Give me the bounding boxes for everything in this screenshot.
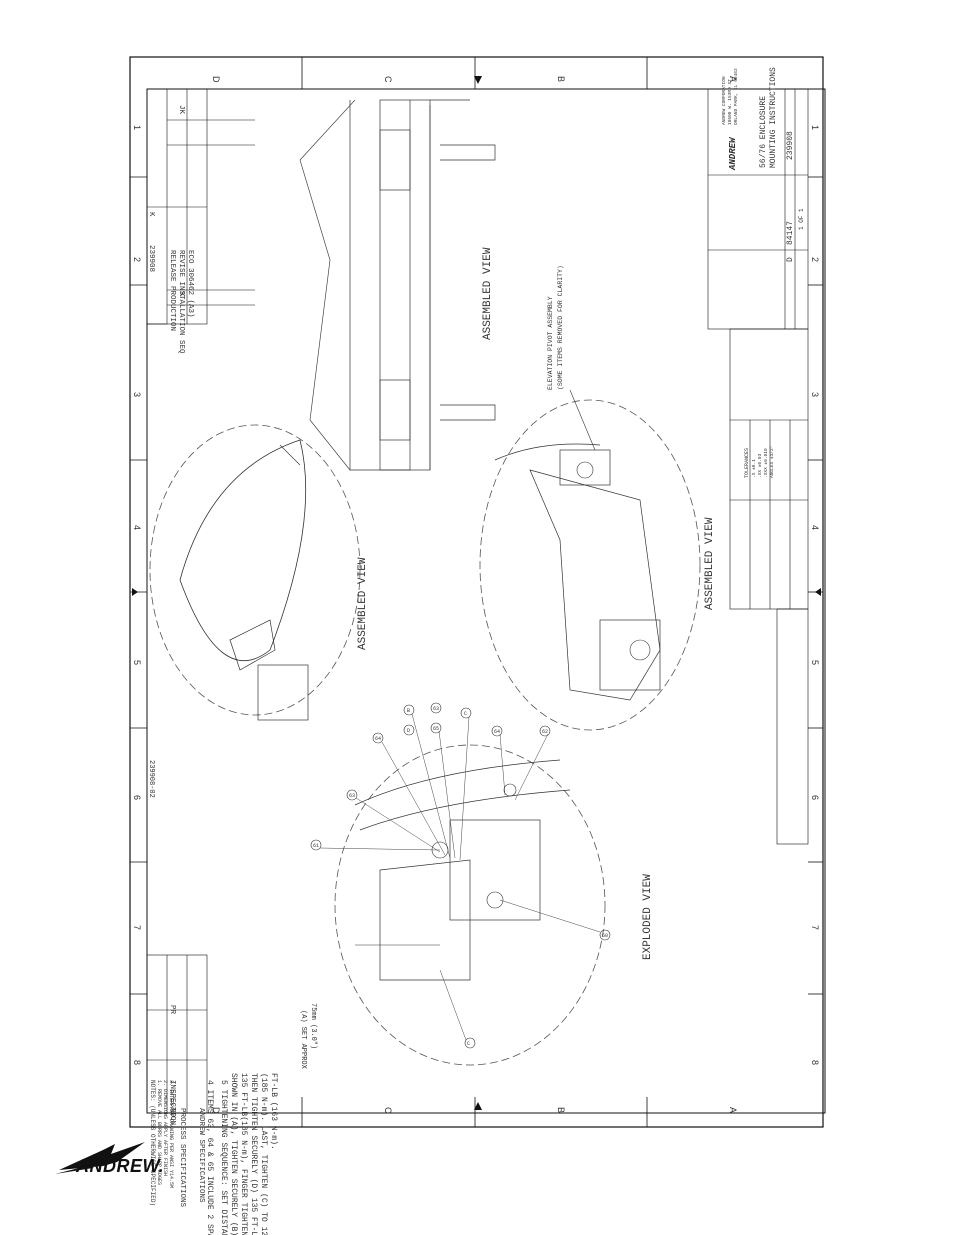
- inner-border: [146, 88, 826, 1114]
- spec-box: [146, 954, 208, 1114]
- balloon-10: 60: [602, 933, 608, 939]
- grid-row-top-3: A: [728, 76, 738, 82]
- grid-col-right-2: 6: [810, 795, 820, 800]
- note-5-line-2: 135 FT-LB(185 N-m), FINGER TIGHTEN (C): [239, 1073, 248, 1235]
- revision-block: [146, 88, 255, 325]
- assembled-view-label-pivot: ASSEMBLED VIEW: [704, 517, 716, 610]
- leader-lines: [319, 713, 601, 1041]
- balloon-11: C: [467, 1041, 470, 1047]
- spec-pr: PR: [168, 1005, 176, 1015]
- revision-row-1-by: JK: [177, 105, 185, 115]
- assembled-view-pivot: ELEVATION PIVOT ASSEMBLY (SOME ITEMS REM…: [479, 265, 716, 731]
- grid-col-left-1: 7: [132, 925, 142, 930]
- notes-line-1: 1. REMOVE ALL BURRS AND SHARP EDGES: [156, 1080, 162, 1185]
- andrew-logo-text: ANDREW.: [76, 1156, 165, 1176]
- balloon-7: C: [464, 711, 467, 717]
- grid-col-left-6: 2: [132, 257, 142, 262]
- grid-row-top-1: C: [383, 76, 393, 83]
- note-5-line-5: FT-LB (163 N-m).: [269, 1073, 278, 1150]
- balloon-1: 63: [349, 793, 355, 799]
- spec-inspection: INSPECTION: [168, 1080, 176, 1125]
- grid-col-left-0: 8: [132, 1060, 142, 1065]
- exploded-view-label: EXPLODED VIEW: [642, 874, 654, 960]
- title-line-1: MOUNTING INSTRUCTIONS: [769, 67, 778, 168]
- revision-row-0-desc: RELEASE PRODUCTION: [168, 250, 176, 331]
- elevation-pivot-line-1: (SOME ITEMS REMOVED FOR CLARITY): [557, 265, 564, 390]
- balloon-9: 62: [542, 729, 548, 735]
- title-drawing-number: 239908: [786, 131, 795, 160]
- exploded-view: EXPLODED VIEW: [334, 744, 654, 1066]
- tolerance-2: .XXX ±0.010: [763, 448, 769, 478]
- title-sheet: 1 OF 1: [798, 208, 805, 230]
- grid-col-right-6: 2: [810, 257, 820, 262]
- grid-col-right-4: 4: [810, 525, 820, 530]
- title-size: D: [786, 257, 795, 262]
- spec-andrew: ANDREW SPECIFICATIONS: [197, 1108, 205, 1203]
- grid-col-left-4: 4: [132, 525, 142, 530]
- assembled-view-left: ASSEMBLED VIEW: [149, 424, 369, 721]
- revision-row-1-rev: K: [177, 292, 185, 297]
- notes-line-2: 2. DIMENSIONS APPLY AFTER FINISH: [162, 1080, 168, 1176]
- note-5-line-0: 5 TIGHTENING SEQUENCE: SET DISTANCE: [219, 1080, 228, 1235]
- grid-col-right-1: 7: [810, 925, 820, 930]
- note-5-line-4: (185 N-m). LAST, TIGHTEN (C) TO 125: [259, 1073, 268, 1235]
- elevation-pivot-line-0: ELEVATION PIVOT ASSEMBLY: [547, 296, 554, 390]
- grid-col-left-5: 3: [132, 392, 142, 397]
- andrew-logo-icon: [55, 1142, 145, 1174]
- grid-col-right-3: 5: [810, 660, 820, 665]
- center-arrows: [132, 76, 821, 1110]
- assembled-view-top: ASSEMBLED VIEW: [299, 99, 496, 471]
- notes-line-3: 3. INTERPRET DRAWING PER ANSI Y14.5M: [168, 1080, 174, 1188]
- grid-row-top-2: B: [556, 76, 566, 82]
- title-block: [707, 88, 809, 845]
- grid-row-bot-2: B: [556, 1107, 566, 1113]
- grid-col-left-3: 5: [132, 660, 142, 665]
- notes-header: NOTES: (UNLESS OTHERWISE SPECIFIED): [149, 1080, 156, 1206]
- balloon-2: 64: [375, 736, 381, 742]
- balloon-3: B: [407, 708, 410, 714]
- grid-col-right-5: 3: [810, 392, 820, 397]
- grid-row-bot-0: D: [211, 1107, 221, 1114]
- outer-border: [129, 56, 824, 1128]
- tolerance-3: ANGLES ±1/2°: [769, 446, 775, 478]
- balloon-5: 63: [433, 706, 439, 712]
- grid-row-bot-1: C: [383, 1107, 393, 1114]
- dim-note-0: (A) SET APPROX: [299, 1010, 307, 1070]
- assembled-view-label-top: ASSEMBLED VIEW: [482, 247, 494, 340]
- balloon-4: D: [407, 728, 410, 734]
- note-5-line-1: SHOWN IN (A), TIGHTEN SECURELY (B): [229, 1073, 238, 1235]
- title-address-0: ANDREW CORPORATION: [721, 76, 727, 125]
- grid-col-left-7: 1: [132, 125, 142, 130]
- tolerance-0: .X ±0.1: [751, 459, 757, 478]
- balloon-0: 61: [313, 843, 319, 849]
- balloon-8: 64: [494, 729, 500, 735]
- grid-col-right-7: 1: [810, 125, 820, 130]
- assembled-view-label-left: ASSEMBLED VIEW: [357, 557, 369, 650]
- spec-process: PROCESS SPECIFICATIONS: [178, 1108, 186, 1208]
- title-address-2: ORLAND PARK, IL 60462: [733, 68, 739, 125]
- balloon-6: 65: [433, 726, 439, 732]
- spec-part-no: 239908-02: [147, 760, 155, 798]
- title-line-0: 56/76 ENCLOSURE: [759, 96, 768, 168]
- grid-ticks: [130, 57, 823, 1127]
- revision-letter: K: [147, 212, 155, 217]
- grid-col-left-2: 6: [132, 795, 142, 800]
- note-5-line-3: THEN TIGHTEN SECURELY (D) 135 FT-LB: [249, 1073, 258, 1235]
- grid-row-top-0: D: [211, 76, 221, 83]
- title-address-1: 10500 W. 153RD ST.: [727, 76, 733, 125]
- tolerance-1: .XX ±0.03: [757, 453, 763, 478]
- revision-top-number: 239908: [147, 245, 155, 272]
- revision-row-2-desc: ECO 306462 (A3): [186, 250, 194, 318]
- title-code: 84147: [786, 221, 795, 245]
- title-company: ANDREW: [728, 136, 738, 171]
- grid-col-right-0: 8: [810, 1060, 820, 1065]
- dim-note-1: 75mm (3.0"): [309, 1003, 317, 1049]
- tolerances-header: TOLERANCES: [744, 448, 750, 478]
- revision-row-1-desc: REVISE INSTALLATION SEQ: [177, 250, 185, 354]
- grid-row-bot-3: A: [728, 1107, 738, 1113]
- note-4: 4 ITEMS 63, 64 & 65 INCLUDE 2 SPARES.: [205, 1080, 214, 1235]
- spec-no: NO.: [168, 1108, 176, 1122]
